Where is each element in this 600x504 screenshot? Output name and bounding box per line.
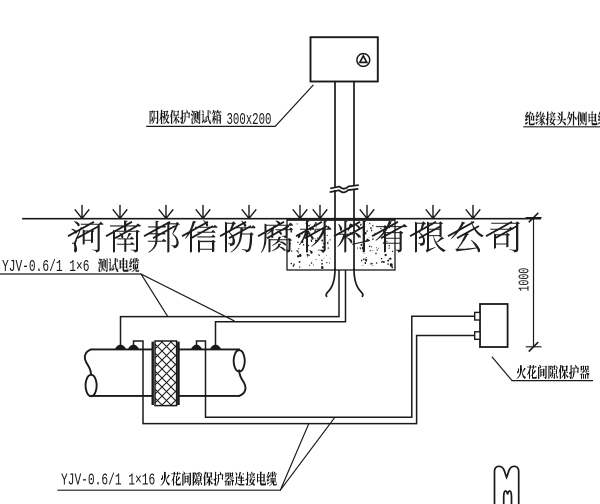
weld-dot — [209, 344, 222, 350]
leader-spark-protector — [491, 356, 593, 382]
label-test-cable-spec: YJV-0.6/1 1×6 — [2, 258, 89, 277]
watermark-slashes — [67, 221, 518, 239]
label-spark-gap-protector — [516, 364, 590, 380]
label-spark-cable-spec: YJV-0.6/1 1×16 — [61, 472, 155, 491]
terminal-circle-icon — [356, 52, 371, 68]
label-test-cable: YJV-0.6/1 1×6 — [2, 257, 140, 277]
pipe-break-lower — [329, 188, 359, 194]
test-cables — [119, 269, 347, 347]
dimension-tick-icon — [528, 212, 539, 353]
label-leaders — [0, 84, 600, 492]
insulating-joint — [151, 340, 180, 407]
label-insulating-joint-cable — [524, 111, 600, 126]
watermark-text — [71, 220, 521, 253]
test-box — [309, 36, 379, 83]
label-test-box-cjk — [149, 109, 222, 125]
dimension-value: 1000 — [516, 268, 534, 292]
label-insul-cjk — [524, 111, 600, 126]
weld-dot — [114, 344, 127, 350]
watermark — [67, 220, 521, 253]
dimension-1000 — [525, 212, 542, 353]
spark-gap-protector — [474, 303, 509, 348]
pipe-break-end-left — [83, 348, 98, 398]
leader-test-cable — [0, 273, 235, 322]
bond-cable-right — [195, 315, 476, 418]
leader-test-box — [146, 84, 314, 127]
conduit-flare-right — [353, 268, 364, 298]
pipe-break-end-right — [232, 349, 247, 398]
leader-spark-cable — [57, 416, 336, 492]
label-spark-cable-cjk — [160, 471, 277, 486]
riser-conduit — [325, 80, 364, 298]
bond-cable-left — [132, 334, 476, 425]
label-test-box: 300x200 — [149, 109, 272, 130]
label-test-box-size: 300x200 — [227, 111, 272, 130]
labels: 300x200 YJV-0.6/1 1×6 YJV-0.6/1 1×16 100… — [2, 109, 600, 491]
weld-dot — [127, 344, 140, 350]
test-cable-right — [214, 269, 347, 347]
riser-cut-symbol — [493, 465, 520, 504]
label-spark-gap-cable: YJV-0.6/1 1×16 — [61, 471, 277, 491]
weld-dot — [190, 344, 203, 350]
conduit-flare-left — [325, 268, 336, 298]
test-cable-left — [119, 269, 340, 347]
weld-dots — [114, 344, 222, 350]
concrete-block — [286, 219, 396, 271]
terminal-triangle-icon — [358, 54, 369, 64]
soil-hatch-marks — [74, 204, 481, 220]
pipe-break-upper — [329, 184, 359, 190]
bond-cables — [132, 315, 476, 425]
protector-terminal-lower — [474, 331, 481, 340]
label-spark-protector-cjk — [516, 364, 590, 380]
ground-line — [22, 204, 542, 220]
label-test-cable-cjk — [97, 257, 140, 273]
protector-terminal-upper — [474, 311, 481, 321]
